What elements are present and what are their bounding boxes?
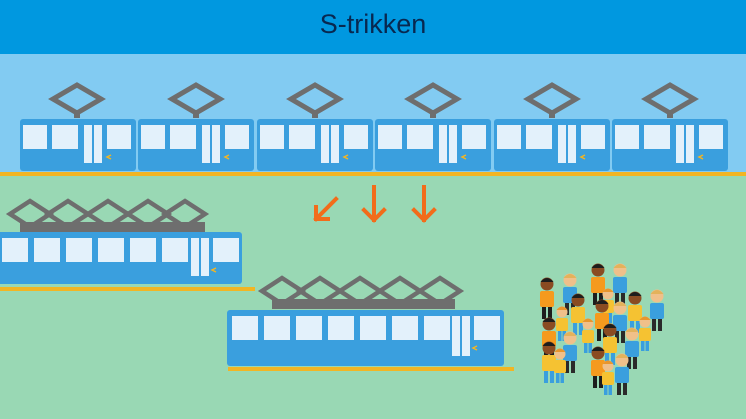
- middle-track: [0, 287, 255, 291]
- bottom-track: [228, 367, 514, 371]
- top-track: [0, 172, 746, 176]
